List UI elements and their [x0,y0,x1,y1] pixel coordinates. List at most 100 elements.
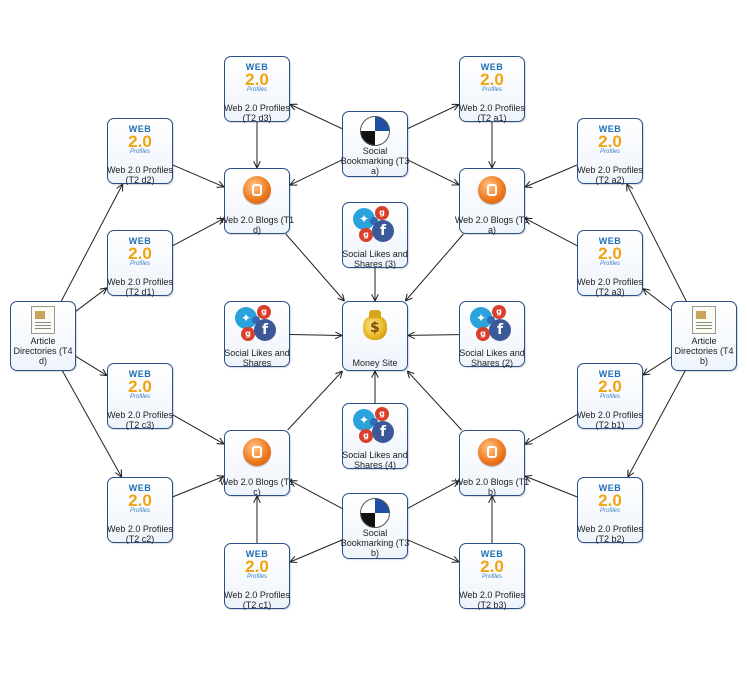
blogger-icon [478,176,506,204]
google-plus-icon: g [359,228,373,242]
node-label: Web 2.0 Blogs (T1 a) [454,215,530,235]
node-label: Web 2.0 Profiles (T2 c2) [107,524,173,544]
edge-t2d2-to-t1d [172,164,224,187]
node-label: Web 2.0 Profiles (T2 d2) [107,165,173,185]
facebook-icon: f [372,220,394,242]
google-plus-icon: g [492,305,506,319]
node-web20-blogs-t1d[interactable]: Web 2.0 Blogs (T1 d) [220,168,294,235]
node-social-likes-4[interactable]: ✦ g g f Social Likes and Shares (4) [342,403,408,470]
node-social-bookmarking-t3a[interactable]: Social Bookmarking (T3 a) [341,111,409,177]
node-web20-blogs-t1c[interactable]: Web 2.0 Blogs (T1 c) [220,430,294,497]
edge-t1c-to-money [287,371,343,431]
node-label: Social Likes and Shares (2) [459,348,525,368]
blogger-icon [478,438,506,466]
google-plus-icon: g [375,407,389,421]
node-label: Social Likes and Shares (3) [342,249,408,269]
node-label: Social Bookmarking (T3 b) [340,528,410,558]
node-label: Social Likes and Shares [224,348,290,368]
google-plus-icon: g [359,429,373,443]
edge-t2b1-to-t1b [525,414,578,445]
node-article-directories-t4b[interactable]: Article Directories (T4 b) [671,301,737,371]
edge-t2c3-to-t1c [172,414,224,444]
edge-t2c2-to-t1c [172,476,224,498]
edge-t3a-to-t2d3 [290,104,343,130]
node-label: Social Likes and Shares (4) [342,450,408,470]
social-icon: ✦ g g f [353,206,397,244]
edge-t4d-to-t2c3 [75,355,107,375]
twitter-icon: ✦ [353,409,375,431]
delicious-icon [370,418,378,426]
twitter-icon: ✦ [235,307,257,329]
edge-t2b2-to-t1b [525,476,578,498]
node-social-likes-1[interactable]: ✦ g g f Social Likes and Shares [224,301,290,368]
edge-t1d-to-money [285,233,345,301]
node-social-likes-2[interactable]: ✦ g g f Social Likes and Shares (2) [459,301,525,368]
google-plus-icon: g [375,206,389,220]
node-label: Web 2.0 Profiles (T2 a2) [577,165,643,185]
node-label: Web 2.0 Blogs (T1 c) [219,477,295,497]
article-icon [692,306,716,334]
google-plus-icon: g [476,327,490,341]
node-label: Web 2.0 Profiles (T2 c1) [224,590,290,610]
node-social-likes-3[interactable]: ✦ g g f Social Likes and Shares (3) [342,202,408,269]
edge-t1a-to-money [405,233,464,301]
node-label: Web 2.0 Profiles (T2 c3) [107,410,173,430]
node-label: Web 2.0 Profiles (T2 b3) [459,590,525,610]
node-label: Article Directories (T4 d) [13,336,73,366]
node-label: Web 2.0 Blogs (T1 d) [219,215,295,235]
bookmark-icon [360,498,390,528]
twitter-icon: ✦ [470,307,492,329]
blogger-icon [243,438,271,466]
edge-t2d1-to-t1d [172,218,224,246]
node-label: Web 2.0 Blogs (T1 b) [454,477,530,497]
edge-t3b-to-t2b3 [407,539,459,562]
delicious-icon [370,217,378,225]
google-plus-icon: g [241,327,255,341]
edge-t3b-to-t1c [290,481,343,509]
facebook-icon: f [489,319,511,341]
edge-t2a3-to-t1a [525,218,578,247]
node-money-site[interactable]: Money Site [342,301,408,371]
edge-t3a-to-t1a [407,159,459,185]
facebook-icon: f [372,421,394,443]
social-icon: ✦ g g f [353,407,397,445]
node-article-directories-t4d[interactable]: Article Directories (T4 d) [10,301,76,371]
money-bag-icon [360,310,390,342]
node-label: Web 2.0 Profiles (T2 d1) [107,277,173,297]
node-label: Web 2.0 Profiles (T2 b2) [577,524,643,544]
node-social-bookmarking-t3b[interactable]: Social Bookmarking (T3 b) [341,493,409,559]
node-web20-blogs-t1b[interactable]: Web 2.0 Blogs (T1 b) [455,430,529,497]
edge-sl2-to-money [408,335,460,336]
social-icon: ✦ g g f [470,305,514,343]
edge-t4b-to-t2b1 [643,356,672,375]
node-web20-blogs-t1a[interactable]: Web 2.0 Blogs (T1 a) [455,168,529,235]
delicious-icon [252,316,260,324]
social-icon: ✦ g g f [235,305,279,343]
google-plus-icon: g [257,305,271,319]
twitter-icon: ✦ [353,208,375,230]
node-label: Social Bookmarking (T3 a) [340,146,410,176]
facebook-icon: f [254,319,276,341]
edge-t3a-to-t1d [290,159,343,185]
